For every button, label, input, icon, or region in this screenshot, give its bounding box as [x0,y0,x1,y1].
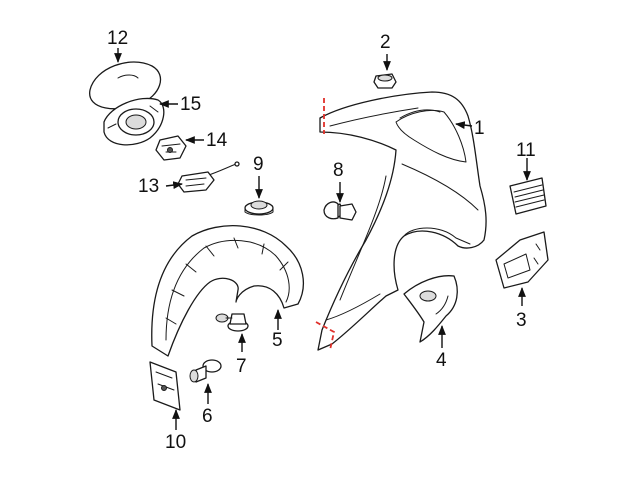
vent-grille [509,177,547,215]
callout-labels: 1 2 3 4 5 6 7 8 9 10 11 12 13 14 15 [107,28,536,453]
callout-3: 3 [516,310,527,331]
callout-9: 9 [253,154,264,175]
panel-bracket [495,231,549,289]
callout-1: 1 [474,118,485,139]
callout-5: 5 [272,330,283,351]
fuel-door [89,61,162,110]
wheel-house-liner [151,225,304,357]
callout-13: 13 [138,176,159,197]
callout-6: 6 [202,406,213,427]
callout-2: 2 [380,32,391,53]
wheel-opening-extension [403,275,458,343]
callout-14: 14 [206,130,228,151]
callout-7: 7 [236,356,247,377]
callout-4: 4 [436,350,447,371]
cut-lines [315,98,336,351]
callout-10: 10 [165,432,186,453]
mud-flap-bracket [149,361,181,411]
leader-1 [455,121,473,129]
leader-13 [165,181,183,189]
lower-cut-line [315,321,336,351]
leader-arrows [114,48,531,430]
push-pin-clip [323,201,357,221]
fuel-door-housing [103,97,165,146]
quarter-panel [317,91,487,351]
grommet [244,200,274,216]
callout-12: 12 [107,28,128,49]
plug [373,73,397,89]
callout-11: 11 [516,140,536,161]
rivet-clip [189,359,222,383]
liner-clip [215,313,249,332]
callout-15: 15 [180,94,201,115]
release-cable [177,161,240,193]
release-actuator [155,135,187,161]
callout-8: 8 [333,160,344,181]
